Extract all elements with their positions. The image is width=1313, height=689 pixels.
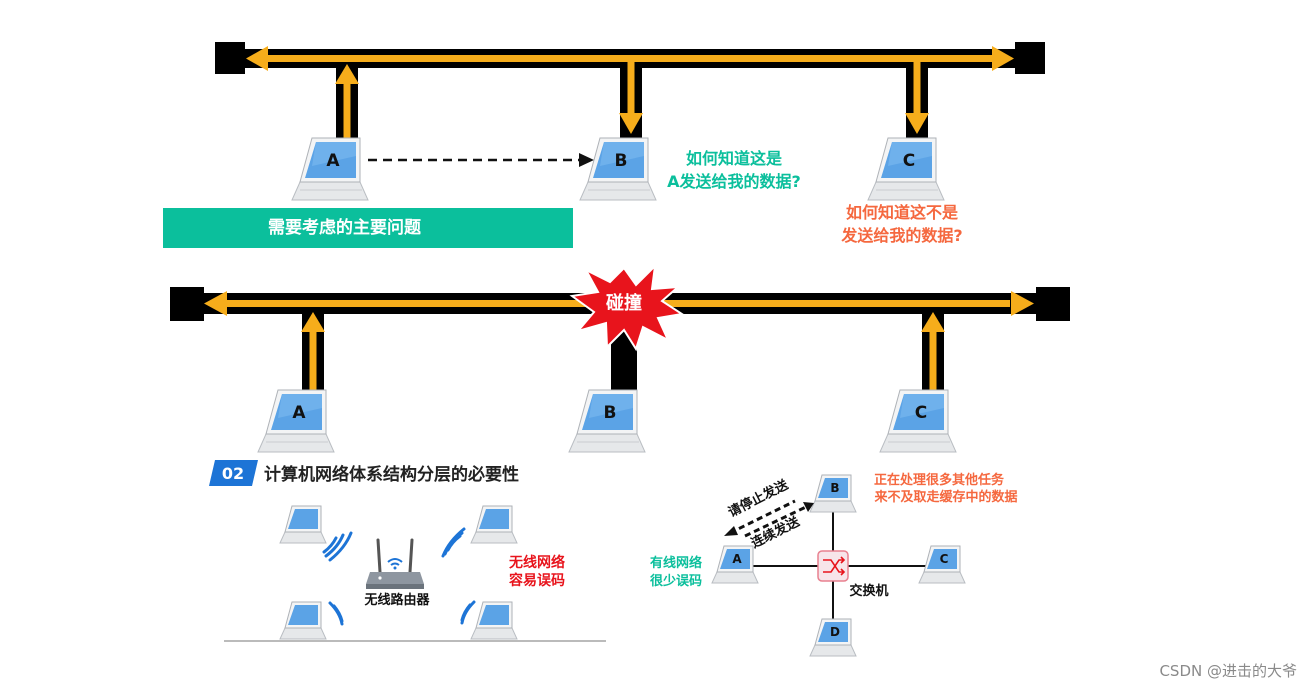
scene2-drop-a (301, 310, 325, 392)
pc-label: B (604, 403, 617, 423)
wireless-laptop-3 (279, 601, 327, 640)
wired-cluster: 交换机 A B C D 请停止发送 连续发送 有线网络 很少误码 (650, 472, 1018, 657)
wireless-note-line1: 无线网络 (508, 554, 565, 571)
scene2-drop-c (921, 310, 945, 392)
collision-burst: 碰撞 (569, 263, 685, 352)
wired-pc-c: C (918, 545, 966, 584)
wireless-laptop-2 (470, 505, 518, 544)
scene2-pc-b: B (568, 389, 646, 453)
wireless-note-line2: 容易误码 (508, 572, 565, 589)
problem-banner: 需要考虑的主要问题 (163, 208, 573, 248)
scene1-pc-b: B (579, 137, 657, 201)
section-title: 计算机网络体系结构分层的必要性 (264, 465, 519, 485)
pc-label: A (732, 552, 742, 566)
switch-icon (817, 550, 849, 582)
switch-label: 交换机 (849, 583, 888, 599)
question-c-line1: 如何知道这不是 (846, 203, 958, 222)
wired-pc-d: D (809, 618, 857, 657)
section-number: 02 (222, 464, 244, 483)
question-b: 如何知道这是 A发送给我的数据? (667, 149, 801, 191)
router-icon (366, 538, 424, 589)
scene1-pc-a: A (291, 137, 369, 201)
wired-note-a-line2: 很少误码 (650, 573, 702, 589)
pc-label: C (915, 403, 927, 423)
pc-label: A (292, 403, 306, 423)
pc-label: A (326, 151, 340, 171)
wired-pc-a: A (711, 545, 759, 584)
scene1-bus (215, 42, 1045, 74)
wireless-cluster: 无线路由器 无线网络 容易误码 (279, 505, 565, 640)
pc-label: B (830, 481, 839, 495)
collision-label: 碰撞 (606, 292, 642, 314)
question-b-line1: 如何知道这是 (686, 149, 782, 168)
scene1-pc-c: C (867, 137, 945, 201)
scene1-dashed-arrow (368, 153, 594, 167)
pc-label: C (903, 151, 915, 171)
wired-note-b-line2: 来不及取走缓存中的数据 (873, 489, 1017, 505)
question-c: 如何知道这不是 发送给我的数据? (840, 203, 962, 245)
wireless-laptop-1 (279, 505, 327, 544)
wired-note-a-line1: 有线网络 (650, 555, 702, 571)
section-badge: 02 (209, 460, 258, 486)
scene2-pc-a: A (257, 389, 335, 453)
wireless-laptop-4 (470, 601, 518, 640)
pc-label: D (830, 625, 840, 639)
watermark: CSDN @进击的大爷 (1159, 662, 1297, 680)
signal-icon (322, 527, 476, 626)
question-c-line2: 发送给我的数据? (840, 226, 962, 245)
wired-note-b-line1: 正在处理很多其他任务 (874, 472, 1005, 488)
scene1-drop-b (619, 60, 643, 142)
pc-label: B (615, 151, 628, 171)
wired-pc-b: B (809, 474, 857, 513)
question-b-line2: A发送给我的数据? (667, 172, 801, 191)
stop-arrow-label: 请停止发送 (726, 476, 792, 520)
pc-label: C (940, 552, 949, 566)
scene1-drop-a (335, 62, 359, 142)
router-label: 无线路由器 (363, 592, 430, 608)
scene1-drop-c (905, 60, 929, 142)
scene2-pc-c: C (879, 389, 957, 453)
